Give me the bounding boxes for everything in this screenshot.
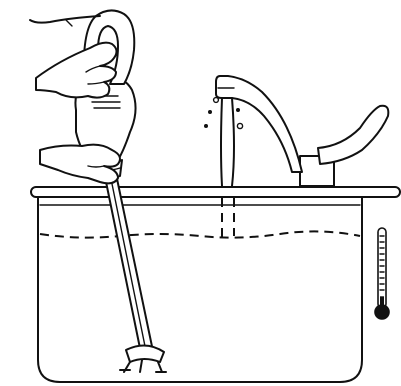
sink-basin bbox=[31, 187, 400, 382]
water-drop-icon bbox=[236, 108, 240, 112]
faucet bbox=[216, 76, 388, 186]
thermometer-bulb bbox=[375, 305, 389, 319]
hand-top bbox=[36, 43, 117, 98]
water-drop-icon bbox=[204, 124, 208, 128]
water-drop-icon bbox=[237, 123, 242, 128]
water-drop-icon bbox=[214, 98, 219, 103]
water-drops bbox=[204, 98, 243, 129]
water-drop-icon bbox=[208, 110, 212, 114]
water-level-line bbox=[40, 231, 360, 237]
hand-bottom bbox=[40, 145, 120, 184]
thermometer-icon bbox=[375, 228, 389, 319]
